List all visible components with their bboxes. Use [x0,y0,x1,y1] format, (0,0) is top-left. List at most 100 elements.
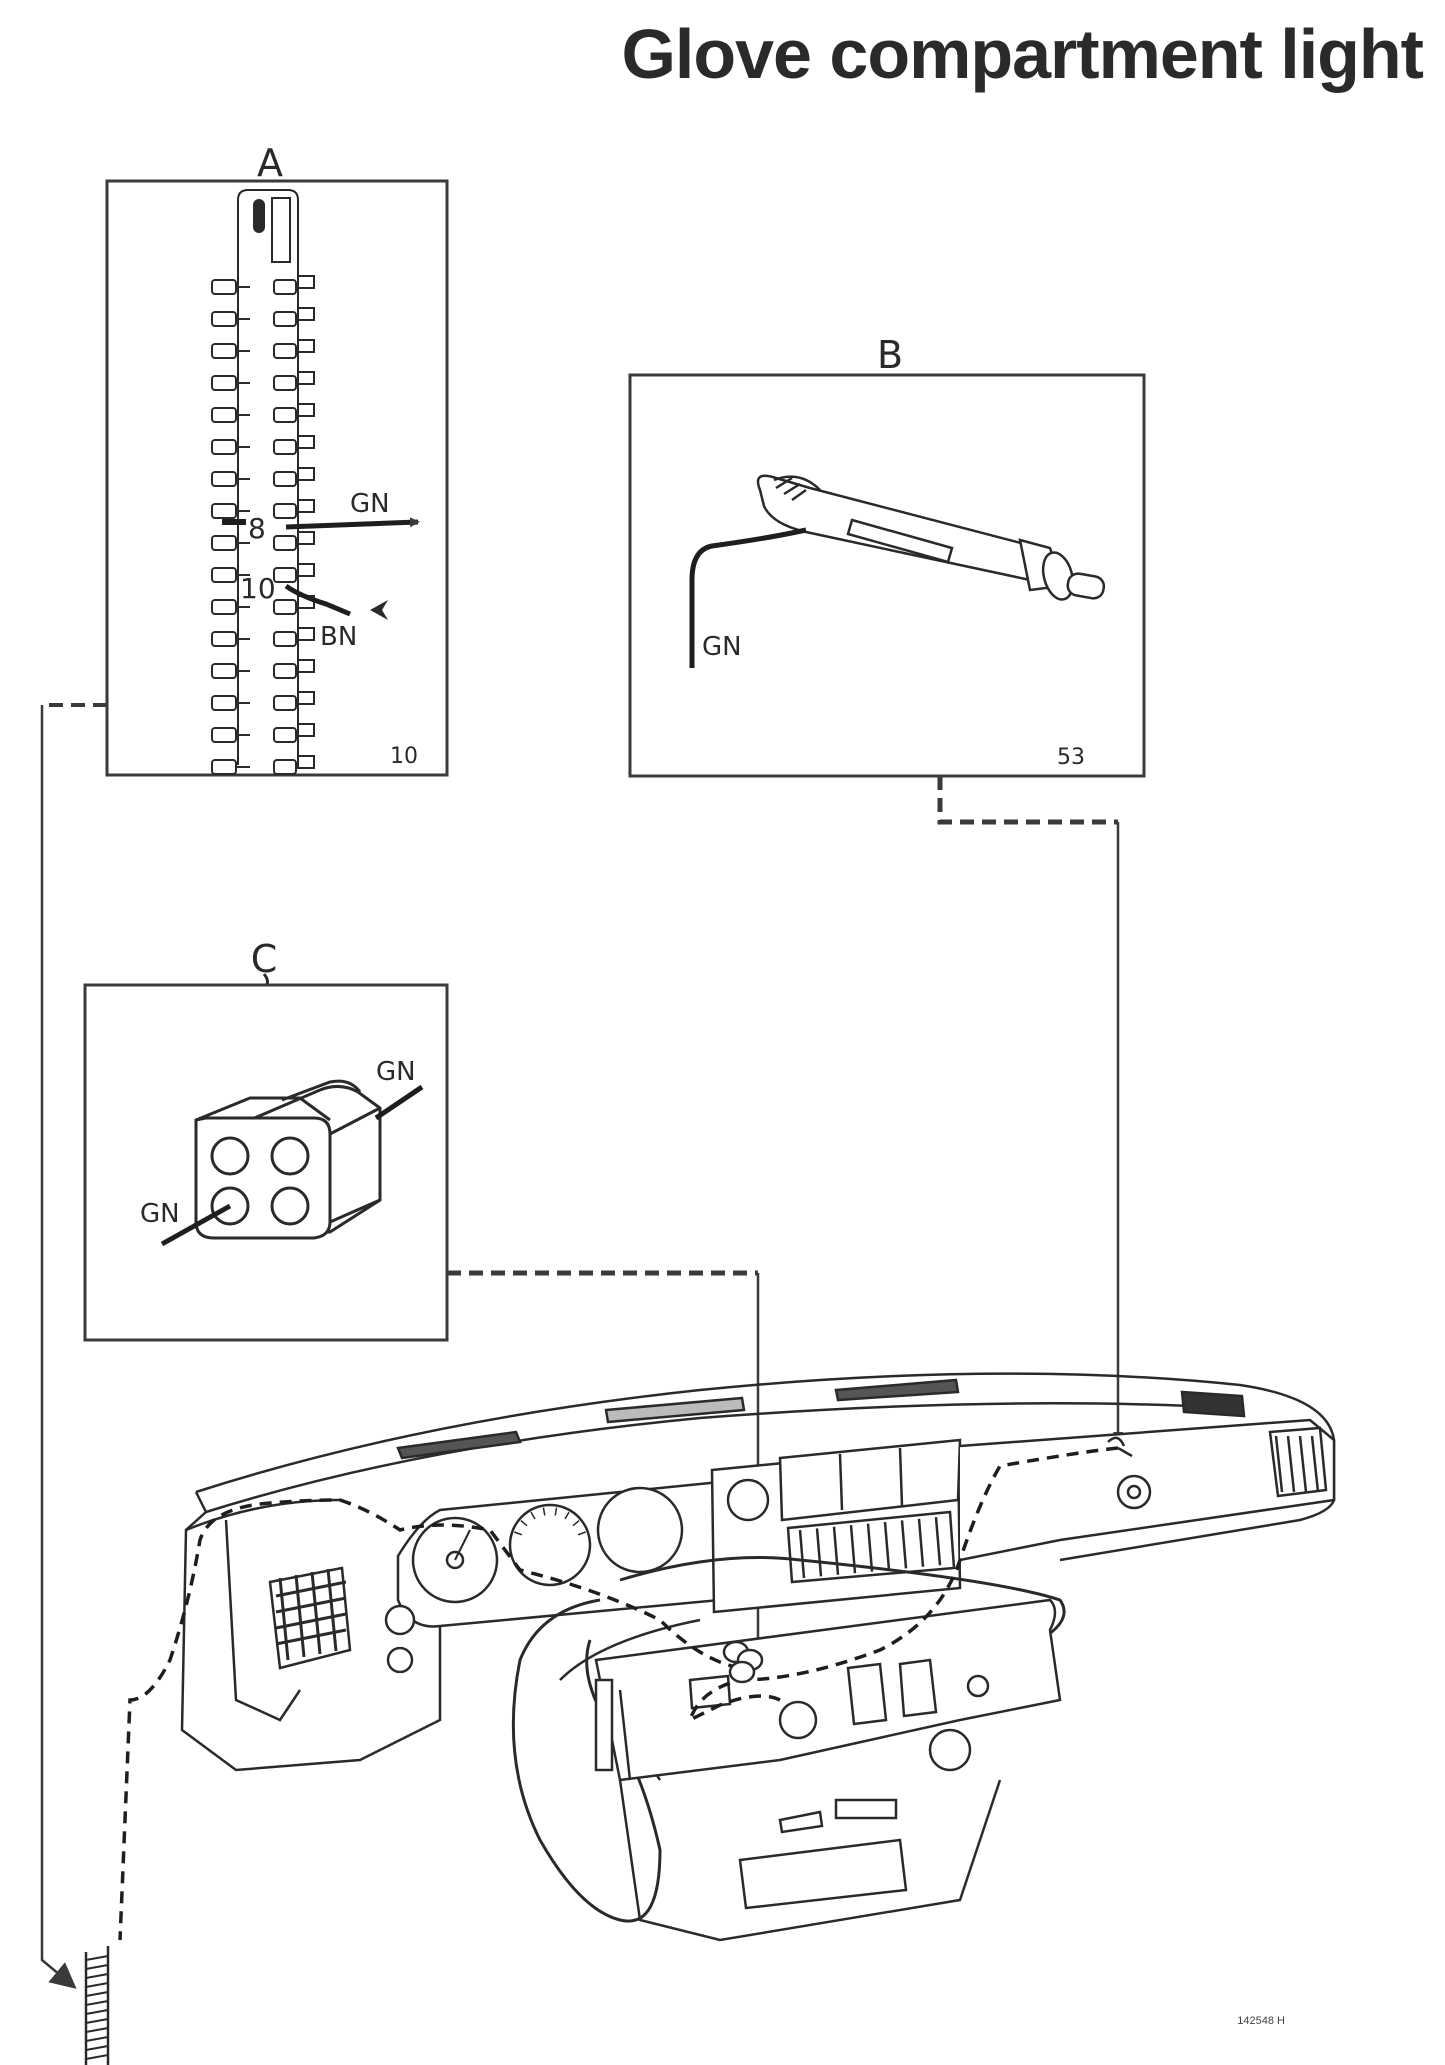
vent-slat [275,1628,347,1646]
wire-bn-a [284,583,351,617]
terminal-right [273,471,297,487]
wire-gn-label-c-left: GN [140,1199,180,1229]
fuse-hatch-line [85,2027,109,2033]
gauge-tick [542,1507,546,1516]
fuse-hatch-line [85,2000,109,2006]
terminal-tab [297,531,315,545]
fuse-hatch-line [85,2045,109,2051]
wire-gn-c-left [160,1203,232,1247]
terminal-left [211,311,237,327]
terminal-right [273,503,297,519]
gauge-tick [514,1531,523,1536]
page-title: Glove compartment light [621,15,1424,93]
terminal-right [273,759,297,775]
panel-a-letter: A [257,141,283,185]
panel-b-letter: B [877,333,903,377]
right-vent [1268,1426,1328,1498]
terminal-tab [297,307,315,321]
terminal-tab [297,659,315,673]
vent-slat [900,1520,908,1569]
terminal-left [211,663,237,679]
vent-slat [275,1580,347,1598]
vent-slat [815,1528,823,1577]
fuse-hatch-line [85,2018,109,2024]
panel-c: C GN GN [83,937,449,1342]
fuse-hatch-line [85,2009,109,2015]
terminal-left [211,343,237,359]
terminal-left [211,695,237,711]
terminal-left [211,631,237,647]
gauge-tick [530,1511,536,1520]
vent-slat [832,1526,840,1575]
wire-gn-b [689,527,807,668]
terminal-left [211,567,237,583]
terminal-tab [297,723,315,737]
fuse-hatch-line [85,1964,109,1970]
dashboard-connector [722,1640,764,1684]
panel-a: A 8 10 GN BN 10 [105,141,449,777]
terminal-tab [297,755,315,769]
panel-b: B GN 53 [628,333,1146,778]
terminal-tab [297,691,315,705]
terminal-right [273,439,297,455]
terminal-right [273,375,297,391]
wire-gn-a [285,517,420,530]
terminal-left [211,599,237,615]
terminal-left [211,279,237,295]
dashboard-illustration [84,1372,1336,2065]
panel-b-number: 53 [1057,745,1085,770]
terminal-right [273,663,297,679]
vent-slat [1310,1435,1320,1493]
left-vent [268,1566,352,1670]
pin-10-label: 10 [240,572,276,605]
gauge-tick [554,1507,558,1516]
terminal-tab [297,339,315,353]
fuse-hatch-line [85,1991,109,1997]
vent-slat [798,1529,806,1579]
wire-gn-label-c-top: GN [376,1057,416,1087]
wire-gn-label-b: GN [702,632,742,662]
wire-gn-c-top [374,1084,424,1121]
panel-a-number: 10 [390,744,418,769]
vent-slat [917,1518,925,1567]
terminal-tab [297,435,315,449]
terminal-block [211,189,315,775]
terminal-left [211,535,237,551]
terminal-left [211,407,237,423]
vent-slat [275,1612,347,1630]
wire-gn-label-a: GN [350,489,390,519]
door-switch [756,474,1106,601]
fuse-box-ref [84,1946,110,2065]
terminal-right [273,727,297,743]
fuse-hatch-line [85,1982,109,1988]
terminal-right [273,407,297,423]
vent-slat [310,1571,322,1655]
terminal-tab [297,403,315,417]
terminal-left [211,439,237,455]
vent-slat [275,1596,347,1614]
switch-symbol [1107,1436,1133,1458]
fuse-hatch-line [85,2054,109,2060]
reference-code: 142548 H [1237,2015,1285,2027]
terminal-right [273,631,297,647]
terminal-left [211,503,237,519]
vent-slat [278,1577,290,1661]
vent-slat [883,1521,891,1571]
terminal-right [273,279,297,295]
vent-slat [326,1568,338,1652]
terminal-left [211,375,237,391]
leader-lines [40,703,1123,1989]
terminal-left [211,727,237,743]
terminal-right [273,535,297,551]
vent-slat [294,1574,306,1658]
terminal-left [211,759,237,775]
fuse-hatch-line [85,1955,109,1961]
terminal-left [211,471,237,487]
gauge-tick [572,1519,580,1527]
gauge-tick [564,1511,570,1520]
vent-slat [934,1517,942,1566]
fuse-hatch-line [85,2036,109,2042]
vent-slat [1286,1435,1296,1493]
terminal-tab [297,275,315,289]
